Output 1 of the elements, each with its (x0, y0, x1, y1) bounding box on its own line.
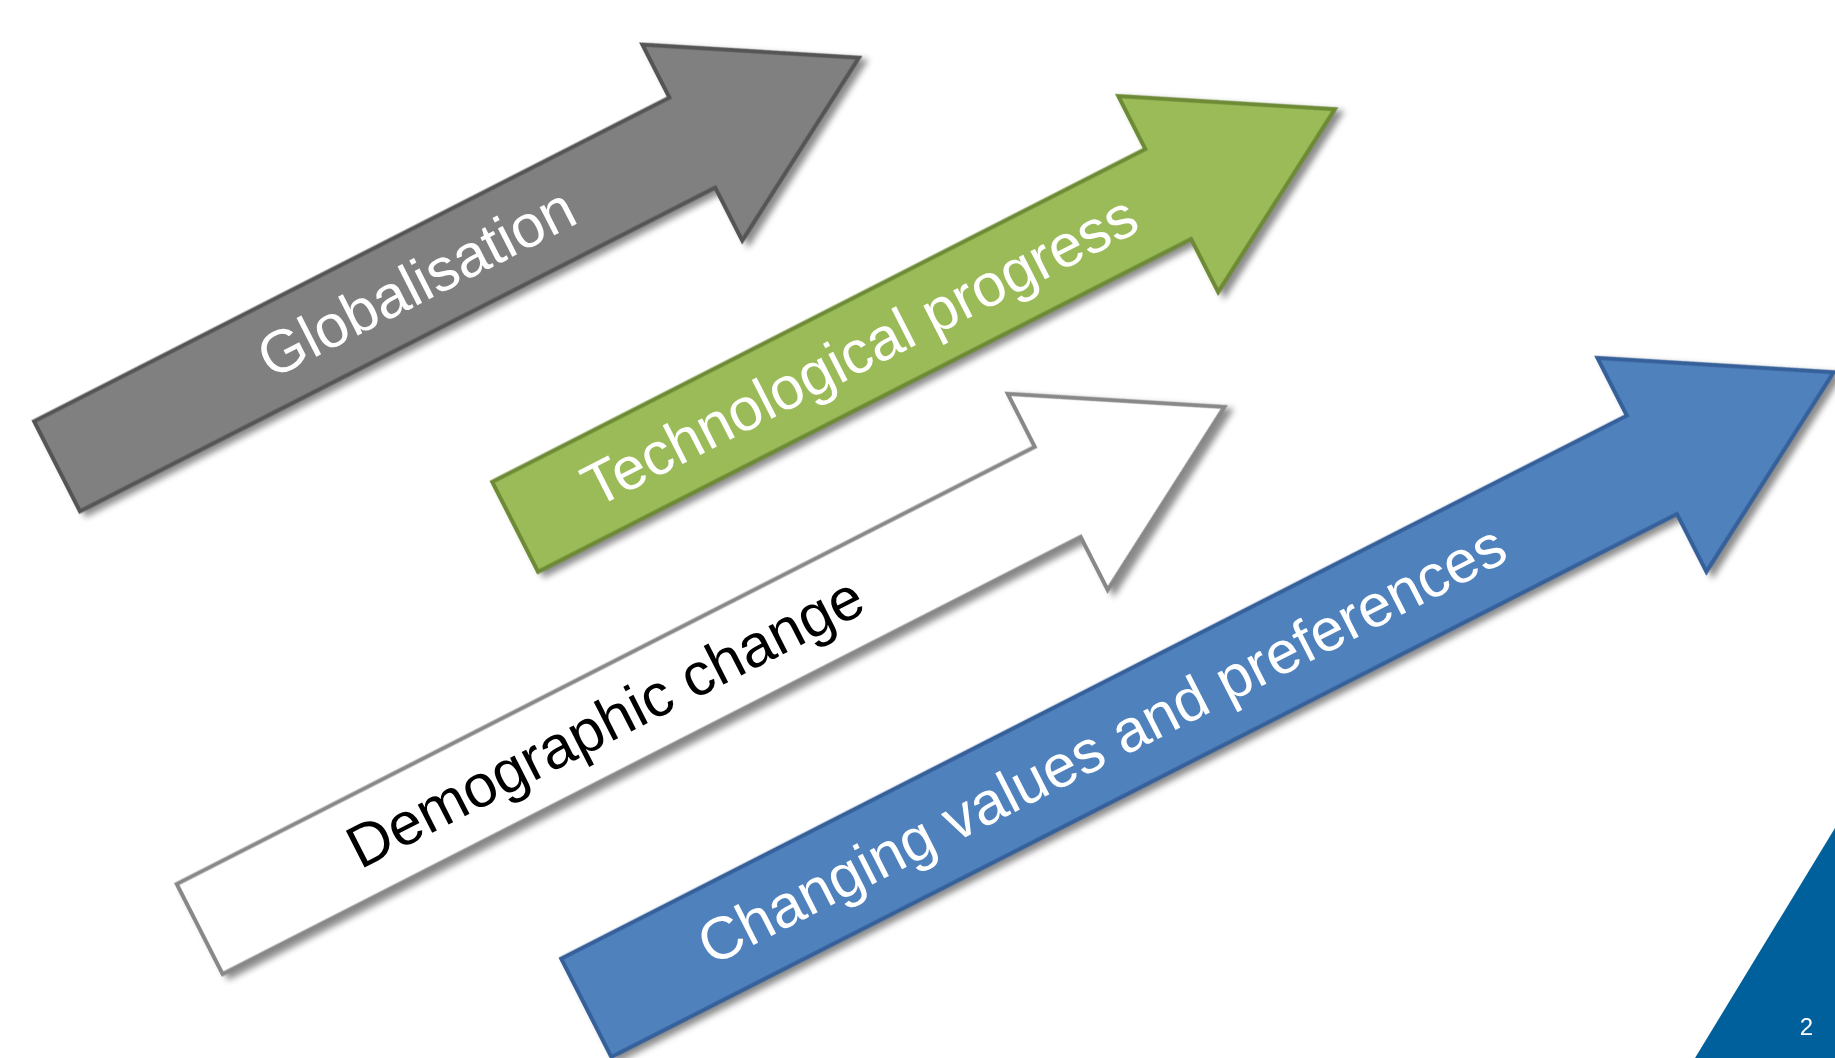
page-number: 2 (1799, 1015, 1813, 1039)
